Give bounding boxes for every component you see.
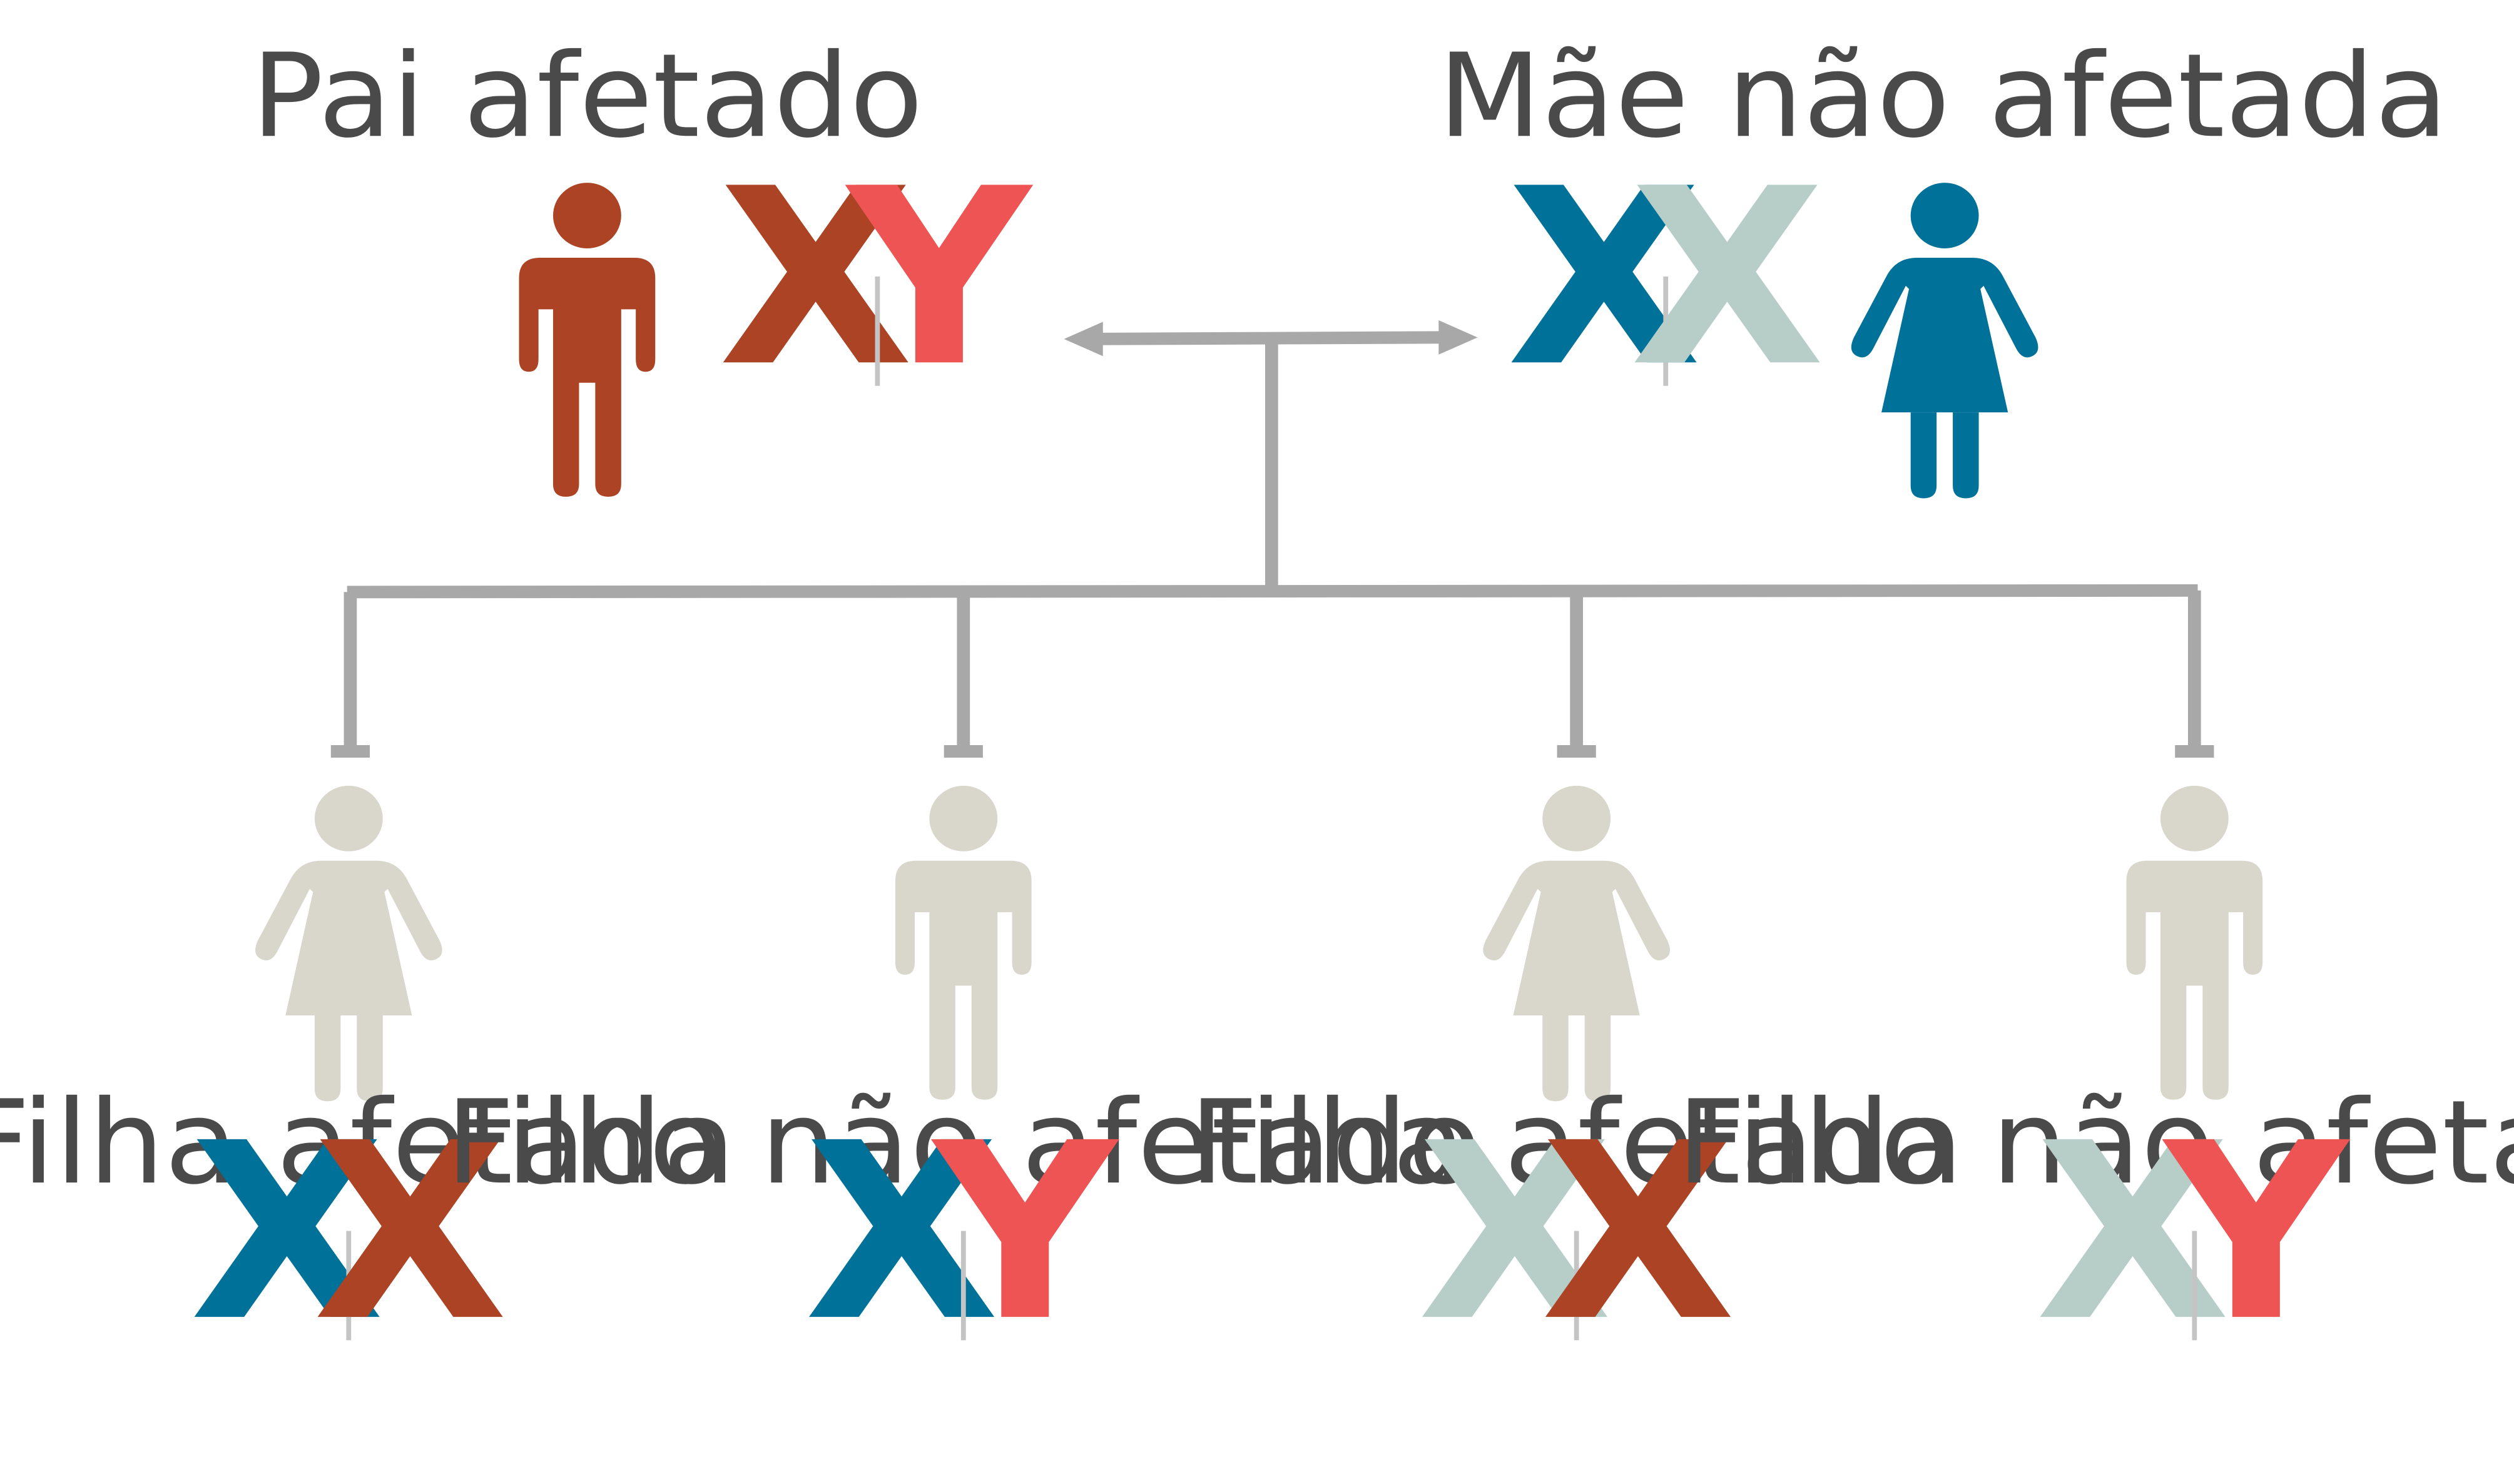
chromosome-x: X <box>718 136 913 420</box>
mother-chromosomes: X X <box>1507 136 1825 420</box>
female-figure-icon <box>1483 785 1670 1102</box>
chromosome-x: X <box>313 1090 508 1375</box>
male-figure-icon <box>2126 785 2263 1100</box>
child-affected-daughter-2: Filha afetada X X <box>1189 785 1964 1375</box>
chromosome-y: Y <box>930 1090 1119 1375</box>
chromosome-x: X <box>1540 1090 1736 1375</box>
chromosome-x: X <box>2035 1090 2231 1375</box>
father-label: Pai afetado <box>252 29 924 164</box>
child-unaffected-son-1: Filho não afetado X Y <box>445 785 1481 1375</box>
child-unaffected-son-2: Filho não afetado X Y <box>1677 785 2514 1375</box>
child-label: Filho não afetado <box>1677 1075 2514 1210</box>
sibship-line <box>347 584 2198 599</box>
chromosome-x: X <box>1507 136 1702 420</box>
chromosome-y: Y <box>2160 1090 2350 1375</box>
chromosome-x: X <box>190 1090 385 1375</box>
arrow-right-icon <box>1438 320 1478 355</box>
chromosome-x: X <box>1630 136 1825 420</box>
chromosome-x: X <box>1417 1090 1612 1375</box>
child-affected-daughter-1: Filha afetada X X <box>0 785 736 1375</box>
parent-father: Pai afetado X Y <box>252 29 1033 497</box>
chromosome-y: Y <box>843 136 1033 420</box>
pedigree-connectors <box>330 320 2214 758</box>
male-figure-icon <box>895 785 1032 1100</box>
female-figure-icon <box>255 785 442 1102</box>
father-chromosomes: X Y <box>718 136 1033 420</box>
parent-mother: Mãe não afetada X X <box>1438 29 2448 499</box>
mother-label: Mãe não afetada <box>1438 29 2448 164</box>
male-figure-icon <box>519 183 656 497</box>
child-label: Filha afetada <box>0 1075 736 1210</box>
child-label: Filha afetada <box>1189 1075 1964 1210</box>
arrow-left-icon <box>1064 322 1103 357</box>
female-figure-icon <box>1851 183 2038 499</box>
chromosome-x: X <box>804 1090 999 1375</box>
child-label: Filho não afetado <box>445 1075 1481 1210</box>
